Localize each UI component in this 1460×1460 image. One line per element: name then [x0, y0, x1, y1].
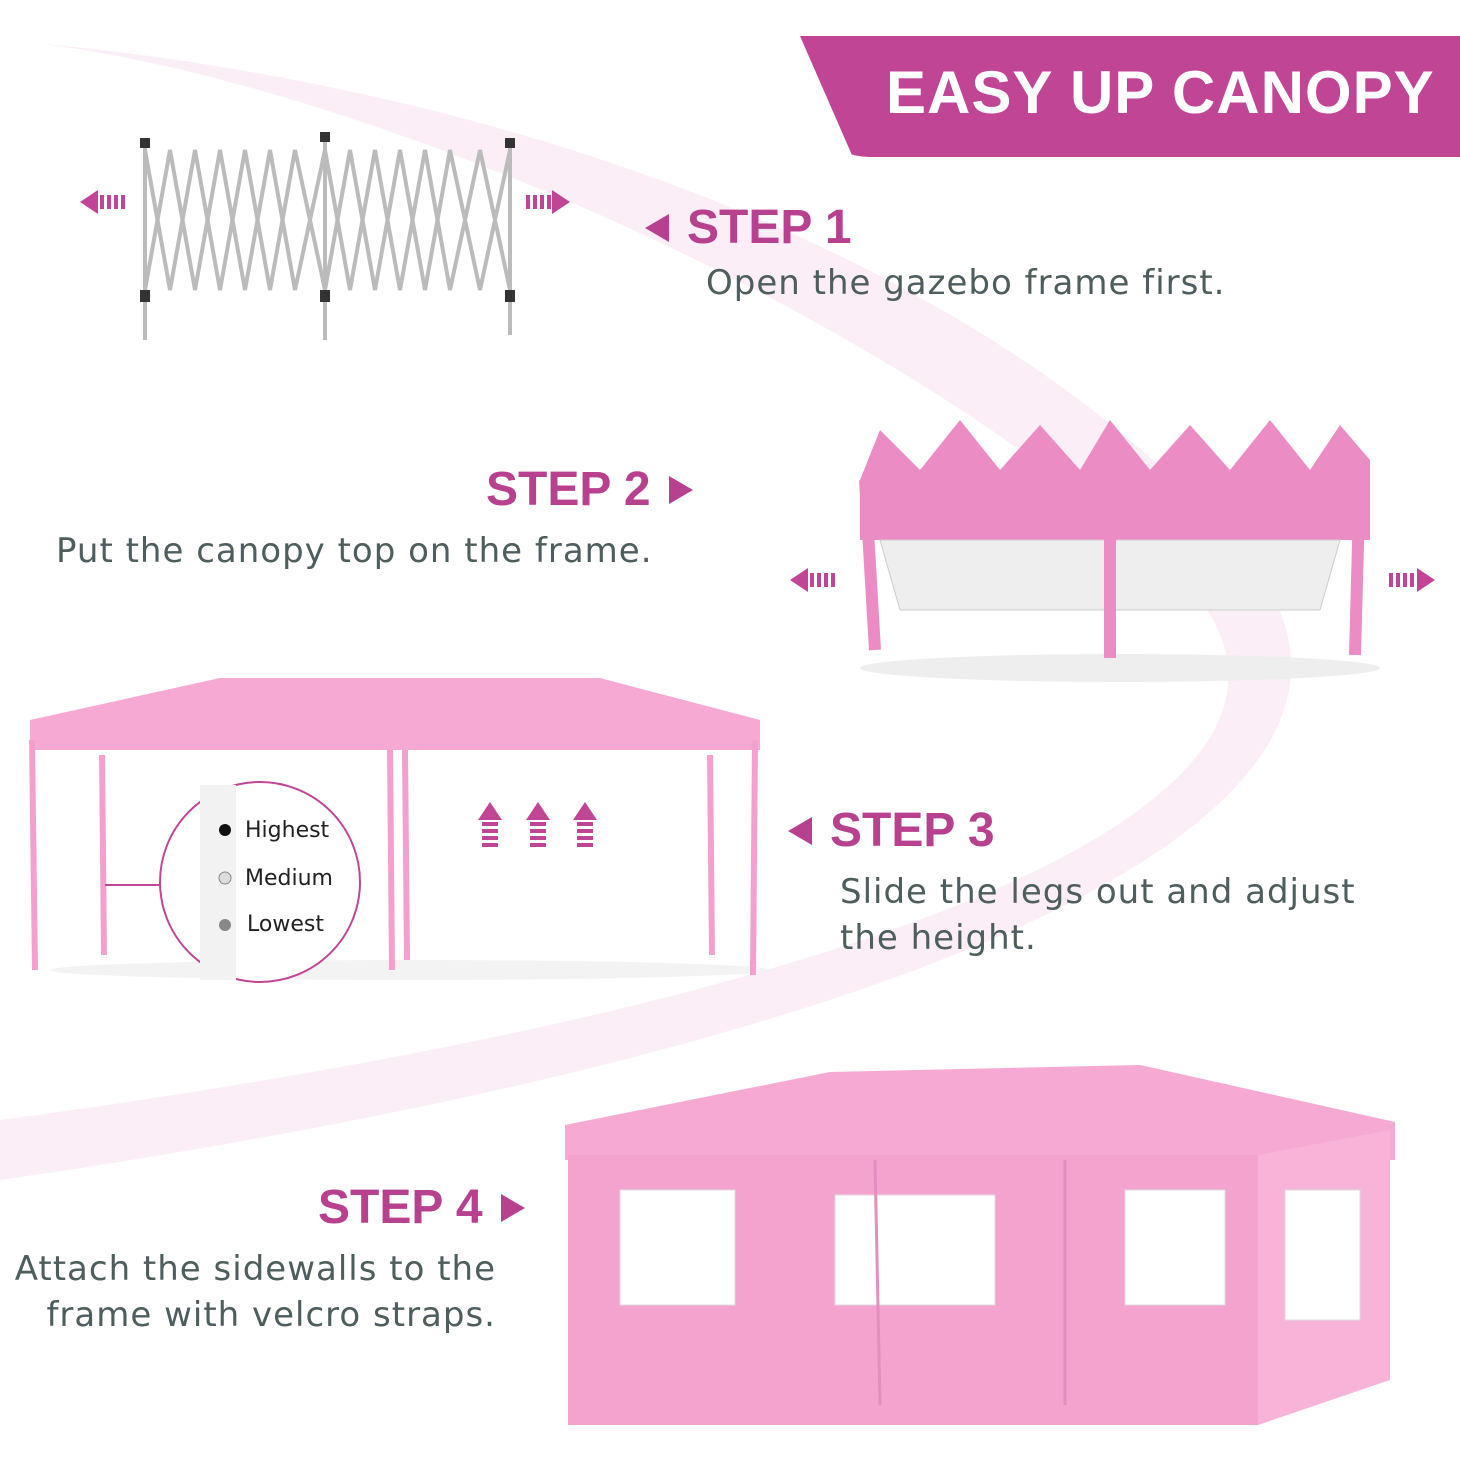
triangle-right-icon [668, 475, 693, 504]
step-3-description-line-1: Slide the legs out and adjust [840, 872, 1356, 912]
canopy-on-frame-illustration [790, 420, 1435, 682]
triangle-right-icon [500, 1193, 525, 1222]
arrow-left-icon [790, 568, 835, 592]
arrow-right-icon [526, 190, 570, 214]
height-medium-label: Medium [245, 866, 333, 891]
step-3-description-line-2: the height. [840, 918, 1037, 958]
triangle-left-icon [788, 816, 812, 845]
height-lowest-label: Lowest [247, 912, 324, 937]
arrow-left-icon [80, 190, 125, 214]
step-1-description: Open the gazebo frame first. [706, 263, 1226, 303]
open-canopy-illustration [29, 678, 770, 983]
step-2-description: Put the canopy top on the frame. [56, 531, 653, 571]
triangle-left-icon [645, 213, 669, 242]
step-3-description: Slide the legs out and adjust the height. [840, 869, 1356, 961]
step-4-description: Attach the sidewalls to the frame with ve… [0, 1246, 496, 1338]
folded-frame-illustration [80, 132, 570, 340]
step-3-label: STEP 3 [830, 804, 995, 857]
step-2-heading: STEP 2 [486, 462, 693, 517]
height-highest-label: Highest [245, 818, 330, 843]
arrow-right-icon [1389, 568, 1435, 592]
arrow-up-icon [478, 802, 597, 847]
title-banner [800, 36, 1460, 157]
page-title: EASY UP CANOPY [886, 59, 1435, 126]
step-3-heading: STEP 3 [788, 803, 995, 858]
step-1-heading: STEP 1 [645, 200, 852, 255]
step-1-label: STEP 1 [687, 201, 852, 254]
step-4-label: STEP 4 [318, 1181, 483, 1234]
canopy-with-sidewalls-illustration [565, 1065, 1395, 1425]
step-4-description-line-1: Attach the sidewalls to the [14, 1249, 496, 1289]
step-4-description-line-2: frame with velcro straps. [46, 1295, 496, 1335]
step-2-label: STEP 2 [486, 463, 651, 516]
step-4-heading: STEP 4 [318, 1180, 525, 1235]
